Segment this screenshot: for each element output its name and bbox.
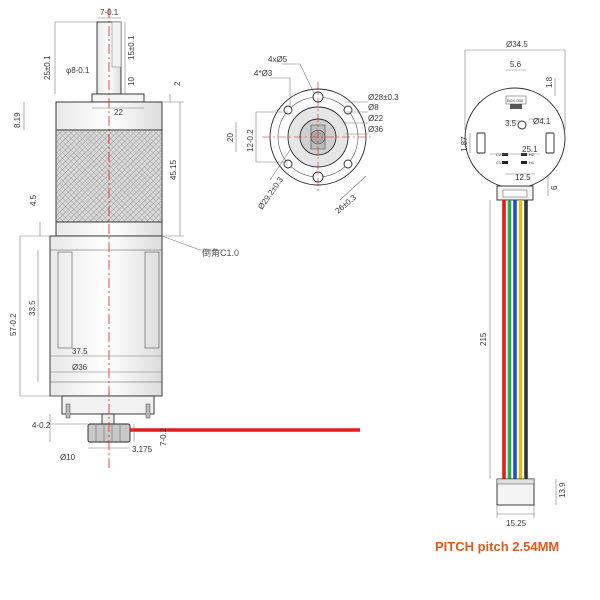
- dim-25-1: 25.1: [522, 145, 538, 154]
- dim-12: 12-0.2: [246, 129, 255, 152]
- wire-bundle: [502, 200, 528, 479]
- dim-3-5: 3.5: [505, 119, 517, 128]
- pad-label-h1: H1: [529, 160, 535, 165]
- dim-shaft-width: 7-0.1: [100, 8, 119, 17]
- pad-label-h2: H2: [529, 152, 535, 157]
- mount-hole-left: [283, 105, 293, 115]
- dim-motor-body: 33.5: [28, 300, 37, 316]
- dim-pin-holes: 4*Ø3: [254, 69, 273, 78]
- dim-d29: Ø29.2±0.3: [256, 175, 285, 211]
- dim-conn-w: 15.25: [506, 519, 527, 528]
- dim-conn-h: 13.9: [558, 482, 567, 498]
- dim-1-8: 1.8: [545, 76, 554, 88]
- dim-6: 6: [550, 185, 559, 190]
- end-view: BCK-000 C2 H2 C1 H1: [460, 40, 567, 528]
- dim-boss-gap: 2: [173, 81, 182, 86]
- dim-flat-length: 15±0.1: [127, 35, 136, 60]
- dim-motor-total: 57-0.2: [9, 313, 18, 336]
- gearbox-boss: [91, 93, 145, 103]
- dim-gear-len: 8.19: [13, 112, 22, 128]
- dim-1-87: 1.87: [460, 136, 469, 152]
- dim-end-dia: Ø34.5: [506, 40, 528, 49]
- slot-right: [545, 132, 555, 154]
- dim-26: 26±0.3: [334, 193, 359, 216]
- dim-d36: Ø36: [368, 125, 384, 134]
- dim-37-5: 37.5: [72, 347, 88, 356]
- chamfer-note: 倒角C1.0: [202, 247, 239, 258]
- dim-motor-dia: Ø36: [72, 363, 88, 372]
- dim-wire-len: 215: [479, 332, 488, 346]
- slot-left: [476, 132, 486, 154]
- dim-boss-len: 10: [127, 77, 136, 86]
- pad-label-c2: C2: [496, 152, 502, 157]
- dim-holes: 4xØ5: [268, 55, 288, 64]
- shaft-flat: [111, 21, 122, 68]
- dim-shaft-length: 25±0.1: [43, 55, 52, 80]
- mount-hole-right: [343, 159, 353, 169]
- motor-terminals: [61, 395, 155, 415]
- dim-pulley-dia: Ø10: [60, 453, 76, 462]
- dim-12-5: 12.5: [515, 173, 531, 182]
- dim-shaft-dia: φ8-0.1: [66, 66, 90, 75]
- dim-5-6: 5.6: [510, 60, 522, 69]
- dim-d28: Ø28±0.3: [368, 93, 399, 102]
- front-view: 4xØ5 4*Ø3 Ø28±0.3 Ø8 Ø22 Ø36 20 12-0.2 Ø…: [226, 55, 399, 216]
- dim-pulley-len: 7-0.2: [159, 427, 168, 446]
- dim-4-5: 4.5: [29, 194, 38, 206]
- dim-pulley-offset: 4-0.2: [32, 421, 51, 430]
- pad-label-c1: C1: [496, 160, 502, 165]
- pitch-note: PITCH pitch 2.54MM: [435, 539, 559, 554]
- side-view: 7-0.1 25±0.1 φ8-0.1 15±0.1 10 2 22 8.19 …: [9, 8, 360, 470]
- encoder-hole: [517, 120, 527, 130]
- dim-gearbox-len: 45.15: [169, 159, 178, 180]
- dim-hole: Ø4.1: [533, 117, 551, 126]
- dim-d22: Ø22: [368, 114, 384, 123]
- dim-boss-dia: 22: [114, 108, 123, 117]
- dim-d8: Ø8: [368, 103, 379, 112]
- dim-pulley-hole: 3.175: [132, 445, 153, 454]
- pcb-label: BCK-000: [507, 98, 524, 103]
- dim-20: 20: [226, 133, 235, 142]
